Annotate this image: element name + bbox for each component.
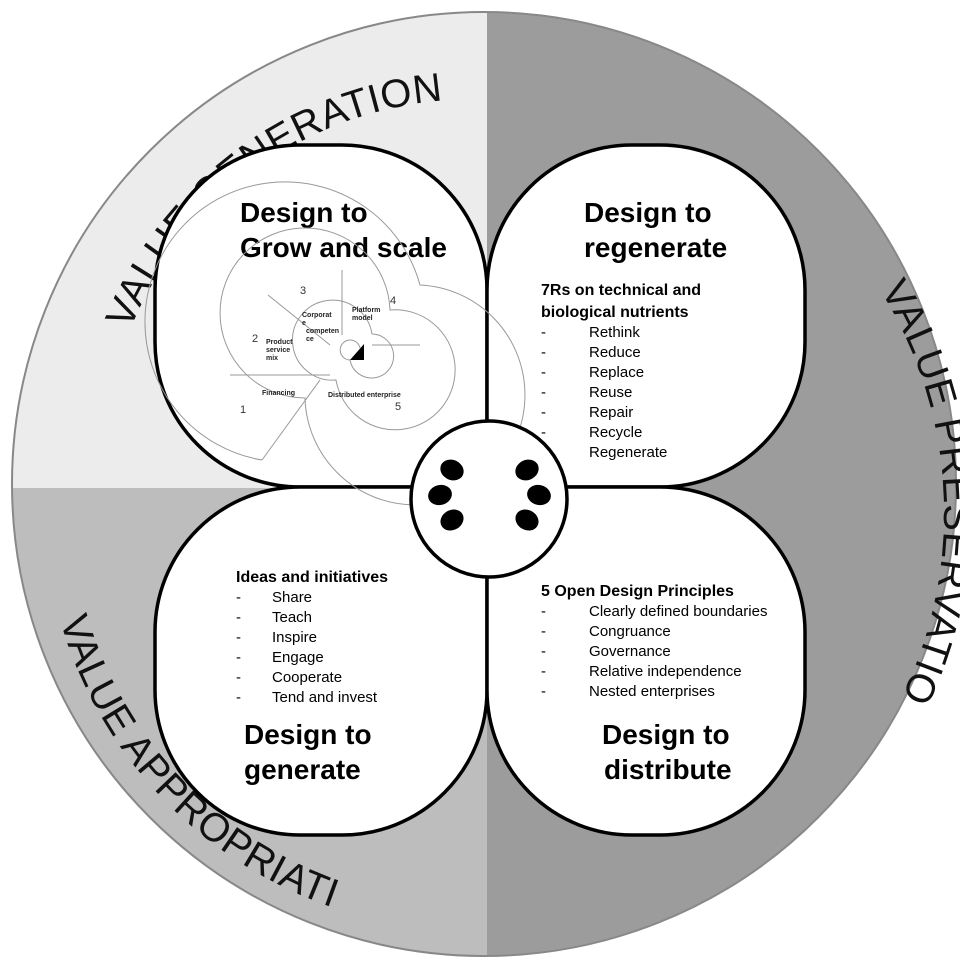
svg-text:-: - bbox=[236, 689, 241, 706]
regenerate-title-line2: regenerate bbox=[584, 232, 727, 263]
petal-generate bbox=[153, 485, 489, 837]
generate-list: - Share - Teach - Inspire - Engage - Cooperat… bbox=[236, 589, 378, 706]
list-item: Engage bbox=[272, 649, 324, 666]
list-item: Inspire bbox=[272, 629, 317, 646]
spiral-label-model: model bbox=[352, 315, 373, 322]
svg-text:-: - bbox=[541, 623, 546, 640]
regenerate-subtitle-line1: 7Rs on technical and bbox=[541, 282, 701, 299]
list-item: Repair bbox=[589, 404, 633, 421]
svg-text:-: - bbox=[541, 424, 546, 441]
grow-title-line1: Design to bbox=[240, 197, 368, 228]
list-item: Clearly defined boundaries bbox=[589, 603, 767, 620]
distribute-title-line1: Design to bbox=[602, 719, 730, 750]
spiral-number-4: 4 bbox=[390, 295, 396, 307]
regenerate-subtitle-line2: biological nutrients bbox=[541, 304, 689, 321]
list-item: Teach bbox=[272, 609, 312, 626]
regenerate-title-line1: Design to bbox=[584, 197, 712, 228]
spiral-label-product: Product bbox=[266, 339, 293, 346]
svg-text:-: - bbox=[541, 663, 546, 680]
svg-text:-: - bbox=[236, 629, 241, 646]
growth-spiral: Platform model Corporat e competen ce Pr… bbox=[144, 181, 526, 506]
list-item: Nested enterprises bbox=[589, 683, 715, 700]
spiral-label-distributed-enterprise: Distributed enterprise bbox=[328, 392, 401, 399]
spiral-label-competen: competen bbox=[306, 328, 339, 335]
svg-text:-: - bbox=[541, 384, 546, 401]
generate-title-line2: generate bbox=[244, 754, 361, 785]
spiral-center-marker bbox=[350, 344, 364, 360]
svg-text:-: - bbox=[541, 364, 546, 381]
list-item: Replace bbox=[589, 364, 644, 381]
spiral-label-ce: ce bbox=[306, 336, 314, 343]
list-item: Recycle bbox=[589, 424, 642, 441]
list-item: Regenerate bbox=[589, 444, 667, 461]
list-item: Reduce bbox=[589, 344, 641, 361]
distribute-list: -Clearly defined boundaries -Congruance … bbox=[541, 603, 767, 700]
spiral-label-corporat: Corporat bbox=[302, 312, 332, 319]
petal-distribute bbox=[485, 485, 807, 837]
list-item: Rethink bbox=[589, 324, 640, 341]
spiral-label-platform: Platform bbox=[352, 307, 380, 314]
list-item: Reuse bbox=[589, 384, 632, 401]
spiral-label-e: e bbox=[302, 320, 306, 327]
spiral-number-1: 1 bbox=[240, 404, 246, 416]
svg-text:-: - bbox=[541, 643, 546, 660]
outer-circle bbox=[11, 11, 957, 957]
spiral-label-financing: Financing bbox=[262, 390, 295, 397]
svg-text:-: - bbox=[236, 669, 241, 686]
spiral-number-3: 3 bbox=[300, 285, 306, 297]
regenerate-list: - Rethink - Reduce - Replace - Reuse - Repair… bbox=[541, 324, 667, 461]
svg-text:-: - bbox=[236, 649, 241, 666]
petal-regenerate bbox=[485, 143, 807, 489]
distribute-subtitle: 5 Open Design Principles bbox=[541, 583, 734, 600]
petal-grow bbox=[153, 143, 489, 489]
list-item: Congruance bbox=[589, 623, 671, 640]
list-item: Relative independence bbox=[589, 663, 742, 680]
svg-text:-: - bbox=[541, 603, 546, 620]
spiral-number-2: 2 bbox=[252, 333, 258, 345]
list-item: Governance bbox=[589, 643, 671, 660]
generate-subtitle: Ideas and initiatives bbox=[236, 569, 388, 586]
generate-title-line1: Design to bbox=[244, 719, 372, 750]
svg-text:-: - bbox=[236, 589, 241, 606]
list-item: Tend and invest bbox=[272, 689, 378, 706]
spiral-label-service: service bbox=[266, 347, 290, 354]
spiral-label-mix: mix bbox=[266, 355, 278, 362]
svg-text:-: - bbox=[236, 609, 241, 626]
svg-text:-: - bbox=[541, 683, 546, 700]
svg-text:-: - bbox=[541, 344, 546, 361]
list-item: Share bbox=[272, 589, 312, 606]
svg-text:-: - bbox=[541, 324, 546, 341]
seeds-icon bbox=[428, 459, 551, 531]
svg-text:-: - bbox=[541, 404, 546, 421]
list-item: Cooperate bbox=[272, 669, 342, 686]
spiral-number-5: 5 bbox=[395, 401, 401, 413]
distribute-title-line2: distribute bbox=[604, 754, 732, 785]
